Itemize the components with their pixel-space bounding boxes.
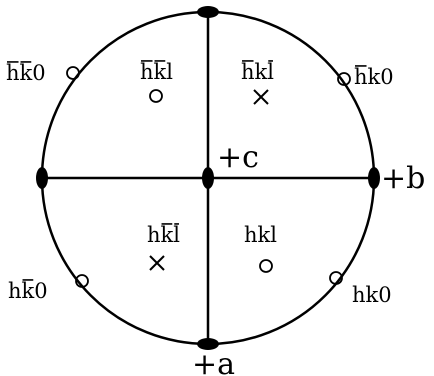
reflection-marker-circle xyxy=(66,66,80,80)
index-k: k xyxy=(154,60,167,84)
reflection-marker-circle xyxy=(329,271,343,285)
index-h: h xyxy=(147,223,161,247)
twofold-axis-center xyxy=(202,167,214,189)
twofold-axis-right xyxy=(368,167,380,189)
index-h: h xyxy=(6,61,20,85)
index-l: l xyxy=(166,60,173,84)
reflection-marker-circle xyxy=(75,274,89,288)
reflection-marker-circle xyxy=(337,72,351,86)
index-k: k xyxy=(161,223,174,247)
reflection-marker-circle xyxy=(149,89,163,103)
index-h: h xyxy=(8,279,22,303)
axis-label-c: +c xyxy=(217,140,259,175)
index-h: h xyxy=(140,60,154,84)
index-k: k xyxy=(366,283,379,307)
index-l: 0 xyxy=(378,283,391,307)
index-h: h xyxy=(241,60,255,84)
index-k: k xyxy=(368,65,381,89)
index-l: l xyxy=(267,60,274,84)
index-k: k xyxy=(255,60,268,84)
twofold-axis-left xyxy=(36,167,48,189)
index-l: l xyxy=(270,223,277,247)
axis-label-b: +b xyxy=(381,161,425,196)
index-l: 0 xyxy=(32,61,45,85)
index-l: 0 xyxy=(34,279,47,303)
reflection-marker-circle xyxy=(259,259,273,273)
index-h: h xyxy=(354,65,368,89)
twofold-axis-top xyxy=(197,6,219,18)
index-h: h xyxy=(244,223,258,247)
index-l: l xyxy=(173,223,180,247)
twofold-axis-bottom xyxy=(197,338,219,350)
index-k: k xyxy=(22,279,35,303)
reflection-marker-cross xyxy=(253,89,269,105)
index-k: k xyxy=(258,223,271,247)
index-h: h xyxy=(352,283,366,307)
axis-label-a: +a xyxy=(192,347,235,376)
index-k: k xyxy=(20,61,33,85)
reflection-marker-cross xyxy=(149,255,165,271)
index-l: 0 xyxy=(380,65,393,89)
